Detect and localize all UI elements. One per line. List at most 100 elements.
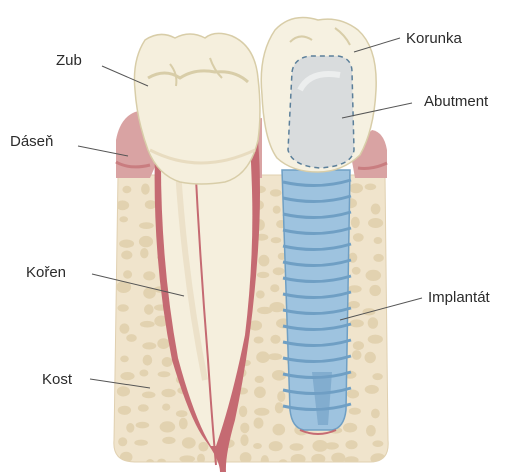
bone-pore	[350, 319, 364, 327]
bone-pore	[258, 255, 269, 267]
bone-pore	[273, 267, 285, 275]
bone-pore	[271, 237, 282, 243]
bone-pore	[349, 183, 363, 193]
bone-pore	[270, 189, 282, 196]
bone-pore	[254, 337, 264, 344]
bone-pore	[143, 355, 153, 366]
bone-pore	[351, 217, 360, 228]
bone-pore	[268, 353, 282, 360]
bone-pore	[179, 418, 188, 430]
bone-pore	[277, 391, 285, 402]
bone-pore	[270, 284, 279, 292]
bone-pore	[117, 304, 128, 311]
bone-pore	[279, 459, 288, 466]
bone-pore	[253, 443, 262, 449]
bone-pore	[158, 371, 171, 377]
bone-pore	[126, 334, 137, 342]
abutment	[288, 56, 354, 168]
bone-pore	[161, 389, 175, 398]
bone-pore	[240, 434, 248, 446]
bone-pore	[343, 423, 357, 433]
bone-pore	[373, 254, 384, 262]
label-bone: Kost	[42, 371, 73, 388]
bone-pore	[269, 302, 284, 312]
bone-pore	[139, 222, 154, 229]
bone-pore	[116, 200, 129, 210]
bone-pore	[352, 267, 361, 275]
bone-pore	[290, 443, 304, 451]
bone-pore	[198, 442, 208, 452]
bone-pore	[143, 271, 155, 280]
bone-pore	[291, 454, 306, 464]
bone-pore	[118, 406, 131, 415]
bone-pore	[372, 440, 383, 447]
bone-pore	[371, 204, 381, 215]
bone-pore	[369, 285, 381, 296]
bone-pore	[345, 440, 357, 449]
bone-pore	[139, 370, 148, 377]
bone-pore	[179, 455, 195, 462]
bone-pore	[371, 409, 380, 419]
bone-pore	[176, 410, 188, 417]
bone-pore	[256, 290, 265, 298]
bone-pore	[273, 206, 281, 214]
bone-pore	[372, 373, 382, 380]
bone-pore	[162, 404, 170, 411]
bone-pore	[120, 356, 129, 363]
bone-pore	[144, 304, 154, 314]
bone-pore	[119, 240, 134, 248]
bone-pore	[162, 357, 173, 367]
bone-pore	[140, 321, 155, 328]
bone-pore	[352, 350, 362, 360]
bone-pore	[240, 452, 252, 463]
bone-pore	[257, 272, 269, 278]
bone-pore	[117, 386, 130, 396]
bone-pore	[142, 392, 156, 399]
bone-pore	[142, 342, 156, 349]
bone-pore	[255, 376, 264, 383]
bone-pore	[119, 216, 128, 222]
bone-pore	[365, 184, 377, 191]
bone-pore	[120, 452, 133, 463]
bone-pore	[256, 351, 269, 363]
bone-pore	[139, 236, 153, 247]
bone-pore	[269, 441, 283, 451]
bone-pore	[254, 408, 269, 416]
bone-pore	[123, 270, 132, 278]
bone-pore	[138, 404, 149, 412]
bone-pore	[162, 437, 175, 444]
bone-pore	[331, 453, 345, 464]
bone-pore	[368, 218, 383, 228]
bone-pore	[182, 437, 196, 448]
label-implant: Implantát	[428, 289, 491, 306]
bone-pore	[366, 270, 382, 281]
bone-pore	[141, 184, 150, 195]
bone-pore	[140, 248, 148, 258]
bone-pore	[325, 442, 339, 449]
bone-pore	[374, 237, 383, 244]
bone-pore	[349, 408, 361, 415]
bone-pore	[134, 440, 148, 446]
label-root: Kořen	[26, 264, 66, 281]
label-gum: Dáseň	[10, 133, 53, 150]
bone-pore	[344, 456, 358, 464]
bone-pore	[160, 421, 176, 432]
bone-pore	[145, 200, 157, 209]
bone-pore	[273, 424, 286, 436]
bone-pore	[120, 372, 134, 380]
label-tooth: Zub	[56, 52, 82, 69]
bone-pore	[254, 418, 264, 429]
bone-pore	[239, 406, 247, 417]
bone-pore	[365, 352, 376, 363]
label-abutment: Abutment	[424, 93, 489, 110]
bone-pore	[126, 423, 134, 433]
bone-pore	[275, 402, 284, 413]
bone-pore	[240, 423, 249, 434]
bone-pore	[270, 335, 280, 344]
bone-pore	[157, 459, 166, 465]
bone-pore	[136, 422, 150, 429]
bone-pore	[261, 455, 269, 466]
bone-pore	[365, 385, 379, 394]
bone-pore	[121, 251, 132, 260]
